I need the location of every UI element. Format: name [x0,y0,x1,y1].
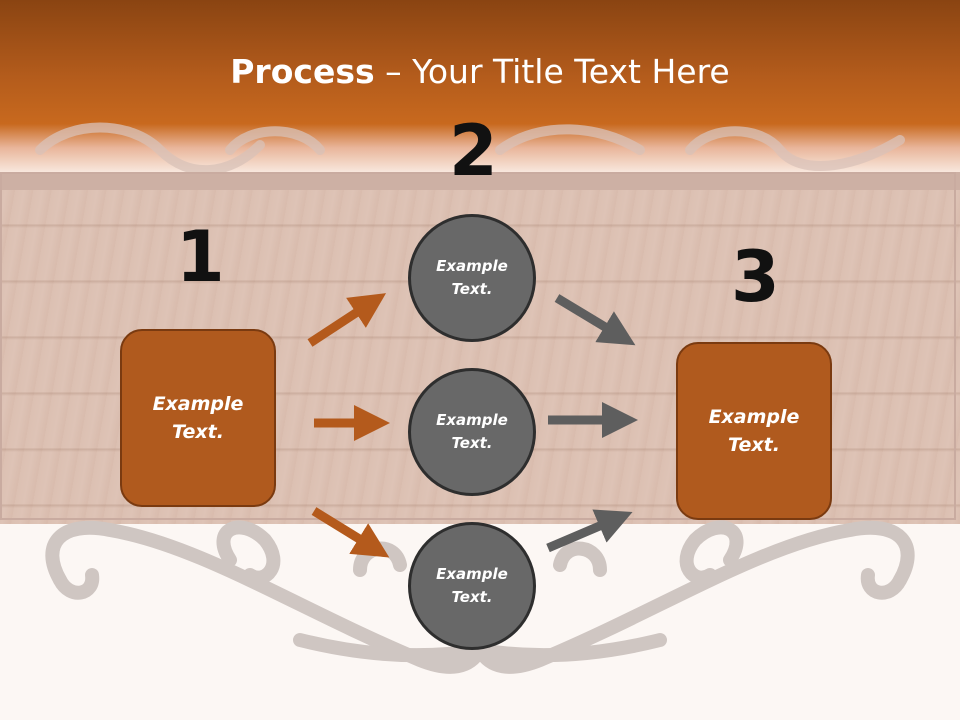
arrow-1-to-top [307,293,387,347]
arrow-bottom-to-3 [546,509,633,553]
title-bold: Process [230,52,375,91]
title-rest: – Your Title Text Here [374,52,730,91]
circle-top-line1: Example [436,256,508,275]
arrow-1-to-bottom [311,507,390,558]
step-3-label-line2: Text. [728,434,780,456]
circle-middle-line2: Text. [451,434,493,452]
wood-frame [0,172,956,520]
circle-bottom-line2: Text. [451,588,493,606]
step-1-label-line1: Example [152,392,244,415]
step-number-3: 3 [731,236,780,318]
step-number-2: 2 [449,110,498,192]
step-3-label-line1: Example [708,405,800,428]
circle-bottom-line1: Example [436,564,508,583]
wood-top-strip [0,172,960,190]
circle-top-line2: Text. [451,280,493,298]
slide-title: Process – Your Title Text Here [0,52,960,91]
arrow-top-to-3 [554,294,636,346]
circle-middle-line1: Example [436,410,508,429]
step-number-1: 1 [176,216,225,298]
step-1-label-line2: Text. [172,421,224,443]
